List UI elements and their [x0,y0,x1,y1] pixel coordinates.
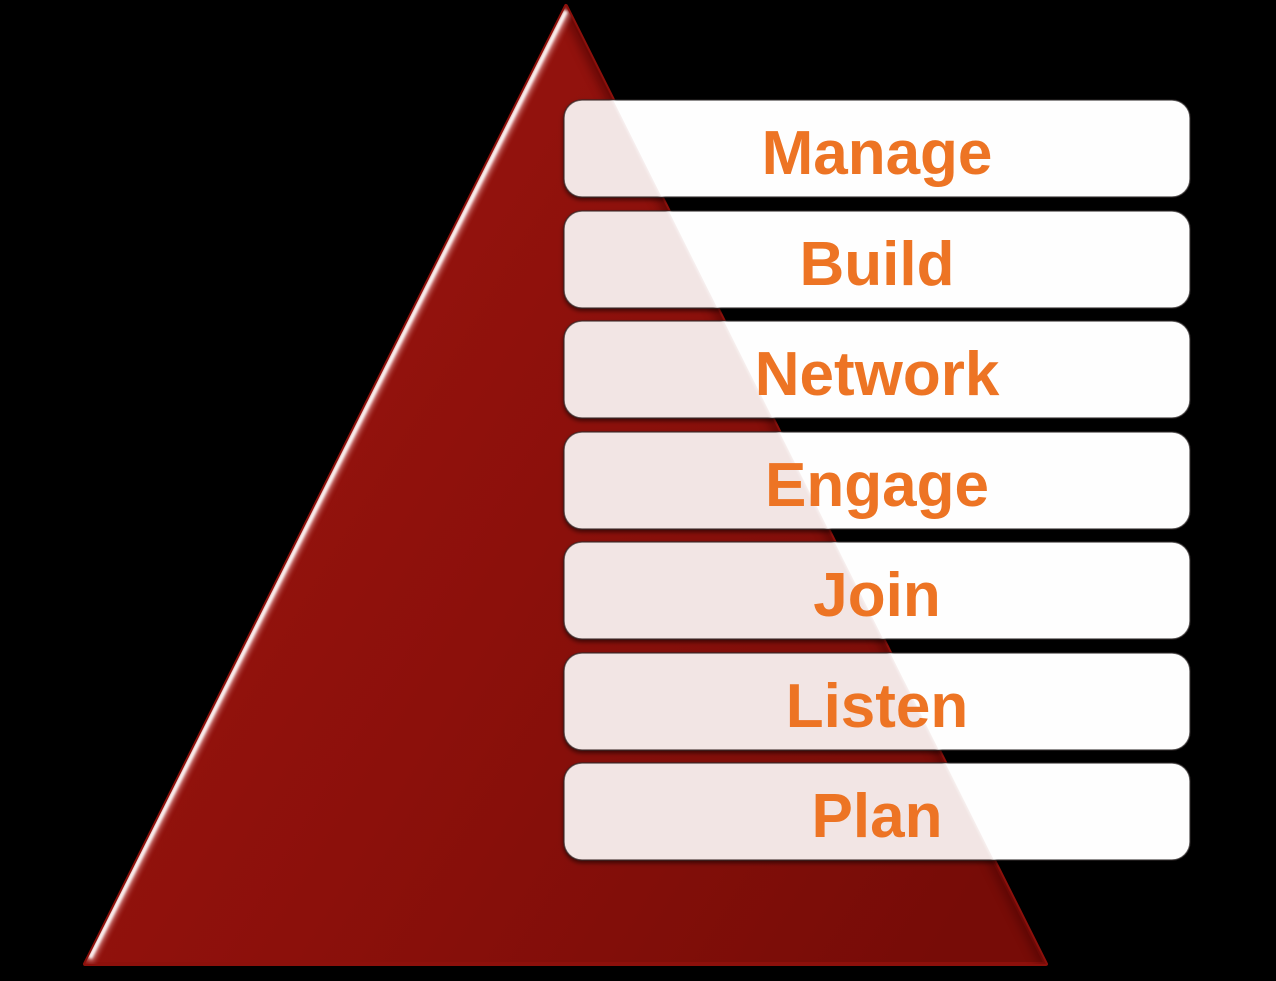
bar-shape [563,652,1191,751]
bar-row-engage: Engage [563,431,1191,530]
bar-pyramid-tint [564,432,1048,529]
bar-pyramid-tint [564,763,1048,860]
bar-row-build: Build [563,210,1191,309]
bar-rows: Manage Build Network [563,99,1191,861]
bar-shape [563,99,1191,198]
bar-row-network: Network [563,320,1191,419]
bar-label: Manage [762,119,993,188]
bar-shape [563,320,1191,419]
bar-shape [563,431,1191,530]
bar-label: Listen [786,672,969,741]
bar-shape [563,210,1191,309]
bar-label: Build [800,230,955,299]
pyramid-left-highlight [88,10,568,959]
bar-shape [563,541,1191,640]
bar-label: Plan [812,782,943,851]
bar-pyramid-tint [564,100,1048,197]
bar-label: Network [755,340,1000,409]
bar-row-join: Join [563,541,1191,640]
bar-label: Join [813,561,940,630]
bar-shape [563,762,1191,861]
bar-label: Engage [765,451,989,520]
bar-row-plan: Plan [563,762,1191,861]
bar-pyramid-tint [564,653,1048,750]
bar-row-manage: Manage [563,99,1191,198]
bar-row-listen: Listen [563,652,1191,751]
